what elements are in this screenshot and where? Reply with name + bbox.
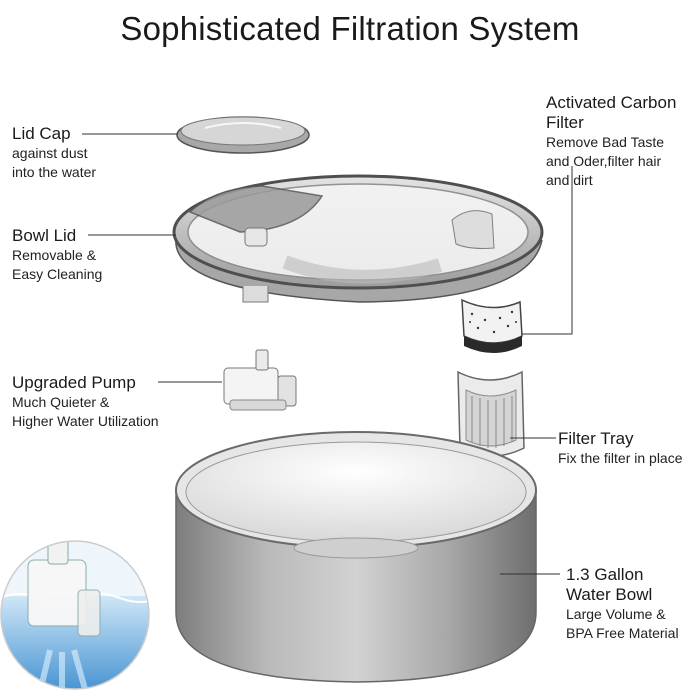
callout-filter-tray-line-1: Fix the filter in place xyxy=(558,450,683,466)
callout-carbon-filter: Activated Carbon Filter Remove Bad Taste… xyxy=(546,93,676,190)
callout-bowl-lid-line-2: Easy Cleaning xyxy=(12,266,103,282)
callout-carbon-filter-line-3: and dirt xyxy=(546,172,593,188)
callout-water-bowl-heading-1: 1.3 Gallon xyxy=(566,565,644,584)
callout-lid-cap: Lid Cap against dust into the water xyxy=(12,124,96,182)
pump-part xyxy=(223,349,297,411)
callout-carbon-filter-heading-2: Filter xyxy=(546,113,584,132)
callout-lid-cap-line-2: into the water xyxy=(12,164,97,180)
lid-cap-part xyxy=(176,116,310,154)
callout-water-bowl: 1.3 Gallon Water Bowl Large Volume & BPA… xyxy=(566,565,679,643)
callout-pump-heading: Upgraded Pump xyxy=(12,373,136,392)
callout-bowl-lid-heading: Bowl Lid xyxy=(12,226,77,245)
pump-inset-image xyxy=(0,540,150,690)
callout-lid-cap-line-1: against dust xyxy=(12,145,88,161)
callout-filter-tray: Filter Tray Fix the filter in place xyxy=(558,429,683,468)
leader-lines xyxy=(82,133,573,575)
carbon-filter-part xyxy=(461,298,523,353)
callout-pump-line-1: Much Quieter & xyxy=(12,394,110,410)
leader-carbon-filter xyxy=(522,166,573,335)
page-title: Sophisticated Filtration System xyxy=(120,10,580,47)
callout-carbon-filter-heading-1: Activated Carbon xyxy=(546,93,677,112)
callout-bowl-lid: Bowl Lid Removable & Easy Cleaning xyxy=(12,226,102,284)
callout-lid-cap-heading: Lid Cap xyxy=(12,124,71,143)
water-bowl-part xyxy=(175,431,537,683)
callout-water-bowl-heading-2: Water Bowl xyxy=(566,585,653,604)
callout-bowl-lid-line-1: Removable & xyxy=(12,247,97,263)
callout-carbon-filter-line-2: and Oder,filter hair xyxy=(546,153,662,169)
callout-filter-tray-heading: Filter Tray xyxy=(558,429,634,448)
callout-carbon-filter-line-1: Remove Bad Taste xyxy=(546,134,665,150)
callout-pump: Upgraded Pump Much Quieter & Higher Wate… xyxy=(12,373,159,431)
callout-pump-line-2: Higher Water Utilization xyxy=(12,413,159,429)
bowl-lid-part xyxy=(172,174,544,303)
callout-water-bowl-line-1: Large Volume & xyxy=(566,606,666,622)
callout-water-bowl-line-2: BPA Free Material xyxy=(566,625,679,641)
filter-tray-part xyxy=(457,370,525,457)
